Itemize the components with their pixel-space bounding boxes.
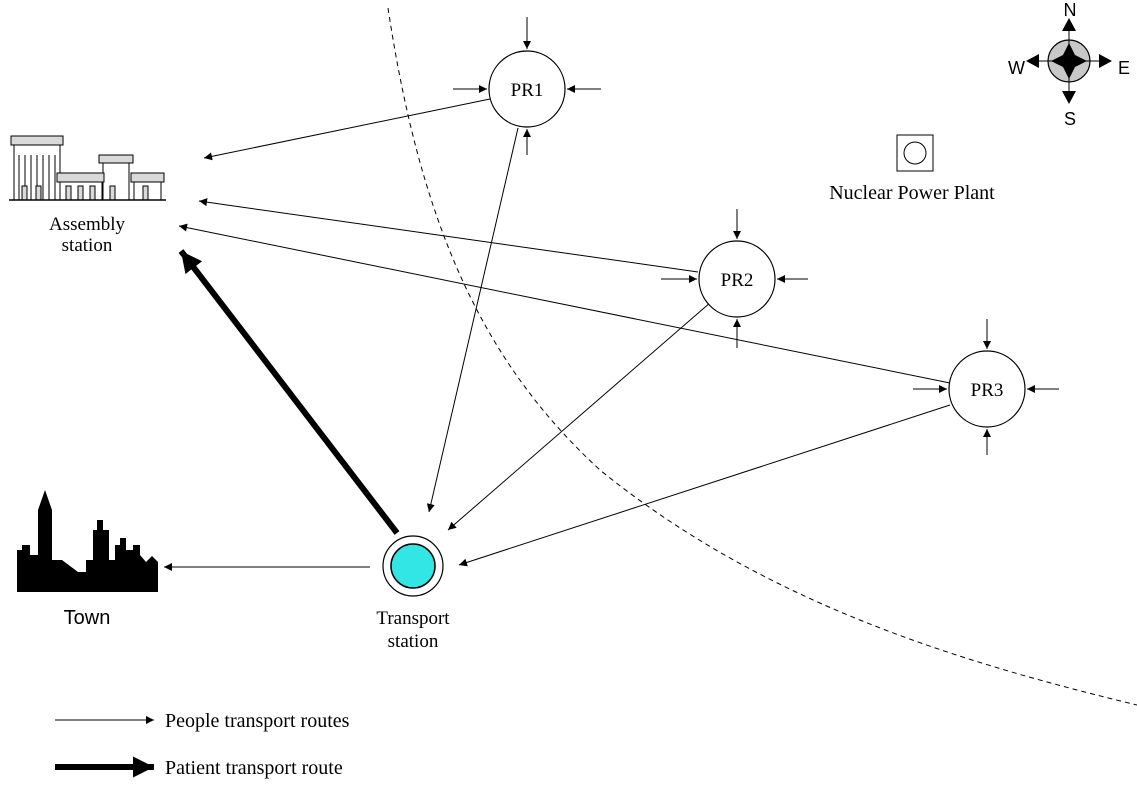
people-transport-routes xyxy=(164,98,951,571)
transport-station-label-line2: station xyxy=(388,631,439,652)
transport-station-core xyxy=(390,543,436,589)
route-pr2-to-assembly xyxy=(198,198,699,273)
pr2-label: PR2 xyxy=(721,270,754,291)
assembly-station: Assembly station xyxy=(9,135,166,256)
compass: N S E W xyxy=(1008,0,1130,129)
legend: People transport routes Patient transpor… xyxy=(55,710,350,779)
assembly-building-icon xyxy=(9,135,166,201)
assembly-station-label-line2: station xyxy=(62,235,113,256)
nuclear-power-plant-label: Nuclear Power Plant xyxy=(829,182,995,204)
compass-west-arrow xyxy=(1026,54,1039,68)
patient-route-transport-to-assembly xyxy=(178,249,400,535)
town-skyline-icon xyxy=(17,490,158,592)
pr3-label: PR3 xyxy=(971,380,1004,401)
assembly-station-label-line1: Assembly xyxy=(49,214,126,235)
pr1-label: PR1 xyxy=(511,80,544,101)
route-pr1-to-transport xyxy=(426,127,519,513)
pr2-node: PR2 xyxy=(661,209,808,348)
town: Town xyxy=(17,490,158,629)
transport-station: Transport station xyxy=(376,535,450,652)
route-pr3-to-transport xyxy=(458,404,951,567)
route-pr3-to-assembly xyxy=(178,223,951,384)
transport-station-label-line1: Transport xyxy=(376,608,450,629)
nuclear-power-plant: Nuclear Power Plant xyxy=(829,134,995,204)
compass-south-label: S xyxy=(1064,109,1076,129)
pr1-node: PR1 xyxy=(453,17,601,155)
compass-south-arrow xyxy=(1062,91,1076,104)
evacuation-zone-boundary xyxy=(387,7,1137,706)
legend-people-route-label: People transport routes xyxy=(165,710,350,732)
compass-north-label: N xyxy=(1064,0,1077,20)
legend-patient-route-label: Patient transport route xyxy=(165,757,343,779)
route-pr1-to-assembly xyxy=(203,98,491,161)
compass-east-arrow xyxy=(1099,54,1112,68)
route-pr2-to-transport xyxy=(447,301,712,531)
pr3-node: PR3 xyxy=(913,319,1059,455)
compass-east-label: E xyxy=(1118,58,1130,78)
compass-north-arrow xyxy=(1062,18,1076,31)
compass-west-label: W xyxy=(1008,58,1025,78)
town-label: Town xyxy=(64,607,111,629)
